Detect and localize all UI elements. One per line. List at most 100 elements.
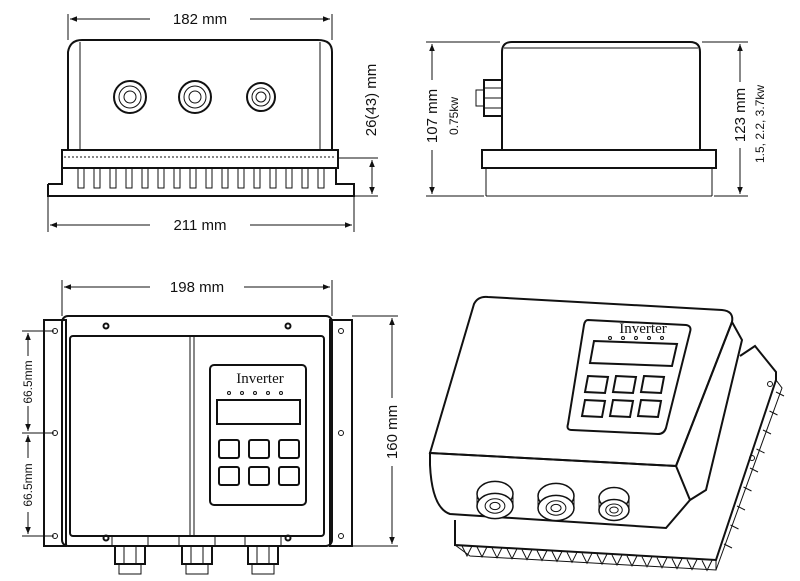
- iso-heatsink-fins: [461, 391, 785, 572]
- side-view: 107 mm 0.75kw 123 mm 1.5, 2.2, 3.7kw: [424, 41, 767, 197]
- dim-heatsink-26-43: 26(43) mm: [363, 64, 380, 137]
- heatsink-fin: [686, 559, 698, 571]
- front-cable-gland-1: [113, 80, 147, 114]
- heatsink-fin: [551, 551, 563, 563]
- iso-view: Inverter: [428, 295, 785, 572]
- heatsink-fin: [626, 555, 638, 568]
- top-brand-label: Inverter: [236, 371, 283, 387]
- status-led: [253, 391, 257, 395]
- heatsink-fin: [762, 429, 772, 435]
- status-led: [660, 336, 664, 340]
- keypad-button: [248, 439, 270, 459]
- keypad-button: [636, 398, 663, 419]
- keypad-button: [278, 466, 300, 486]
- iso-top-face: [428, 295, 734, 468]
- keypad-button: [611, 374, 638, 395]
- keypad-button: [639, 374, 666, 395]
- cable-gland: [476, 480, 514, 520]
- status-led: [279, 391, 283, 395]
- status-led: [266, 391, 270, 395]
- heatsink-fin: [237, 168, 245, 189]
- status-led: [634, 336, 638, 340]
- status-led: [621, 336, 625, 340]
- heatsink-fin: [596, 553, 608, 566]
- heatsink-fin: [301, 168, 309, 189]
- keypad-button: [580, 398, 607, 419]
- heatsink-fin: [173, 168, 181, 189]
- top-status-leds: [227, 391, 283, 395]
- front-base-flange: [61, 149, 339, 169]
- keypad-button: [278, 439, 300, 459]
- heatsink-fin: [536, 550, 548, 562]
- dim-height-160: 160 mm: [384, 405, 401, 459]
- status-led: [647, 336, 651, 340]
- cable-gland: [598, 486, 630, 522]
- iso-keypad-buttons: [580, 374, 666, 419]
- heatsink-fin: [656, 557, 668, 569]
- heatsink-fin: [581, 552, 593, 565]
- side-base: [481, 149, 717, 169]
- heatsink-fin: [611, 554, 623, 567]
- dim-width-182: 182 mm: [173, 11, 227, 28]
- side-housing: [501, 41, 701, 151]
- dim-height-107: 107 mm: [424, 89, 441, 143]
- top-cable-glands: [111, 535, 282, 575]
- heatsink-fin: [749, 467, 759, 473]
- iso-keypad-panel: [566, 318, 692, 436]
- keypad-button: [218, 466, 240, 486]
- heatsink-fin: [769, 410, 778, 416]
- heatsink-fin: [317, 168, 325, 189]
- dim-spacing-lower: 66.5mm: [21, 463, 35, 506]
- cable-gland: [537, 482, 575, 522]
- heatsink-fin: [701, 560, 713, 572]
- heatsink-fin: [521, 549, 533, 561]
- keypad-button: [248, 466, 270, 486]
- heatsink-fin: [743, 486, 752, 492]
- heatsink-fin: [566, 552, 578, 564]
- top-keypad-buttons: [218, 439, 300, 486]
- side-cable-gland: [475, 79, 503, 117]
- dim-width-211: 211 mm: [173, 217, 226, 234]
- heatsink-fin: [205, 168, 213, 189]
- top-keypad-panel: [209, 364, 307, 506]
- iso-brand-label: Inverter: [619, 321, 666, 337]
- heatsink-fin: [641, 556, 653, 568]
- heatsink-fin: [141, 168, 149, 189]
- cable-gland: [178, 535, 216, 575]
- dim-spacing-upper: 66.5mm: [21, 360, 35, 403]
- heatsink-fin: [736, 505, 746, 511]
- top-view: Inverter 198 mm 160 mm 66.5mm 66.5mm: [20, 279, 401, 575]
- front-view: 182 mm 211 mm 26(43) mm: [47, 11, 380, 234]
- keypad-button: [608, 398, 635, 419]
- cable-gland: [244, 535, 282, 575]
- heatsink-fin: [269, 168, 277, 189]
- status-led: [240, 391, 244, 395]
- front-cable-gland-2: [178, 80, 212, 114]
- power-label-1-5-2-2-3-7kw: 1.5, 2.2, 3.7kw: [753, 85, 767, 163]
- dim-width-198: 198 mm: [170, 279, 224, 296]
- keypad-button: [583, 374, 610, 395]
- heatsink-fin: [491, 547, 503, 559]
- heatsink-fin: [476, 546, 488, 559]
- heatsink-fin: [125, 168, 133, 189]
- keypad-button: [218, 439, 240, 459]
- top-right-flange: [329, 319, 353, 547]
- iso-status-leds: [608, 336, 664, 340]
- status-led: [227, 391, 231, 395]
- iso-cable-glands: [476, 480, 630, 522]
- heatsink-fin: [285, 168, 293, 189]
- heatsink-fin: [253, 168, 261, 189]
- iso-front-face: [429, 451, 692, 530]
- heatsink-fin: [93, 168, 101, 189]
- iso-display: [588, 339, 679, 368]
- heatsink-fin: [189, 168, 197, 189]
- heatsink-fin: [756, 448, 765, 454]
- dim-height-123: 123 mm: [732, 88, 749, 142]
- top-body-outer: [61, 315, 333, 547]
- front-cable-gland-3: [246, 82, 276, 112]
- front-heatsink-fins: [77, 168, 325, 189]
- top-display: [216, 399, 301, 425]
- heatsink-fin: [671, 558, 683, 570]
- heatsink-fin: [221, 168, 229, 189]
